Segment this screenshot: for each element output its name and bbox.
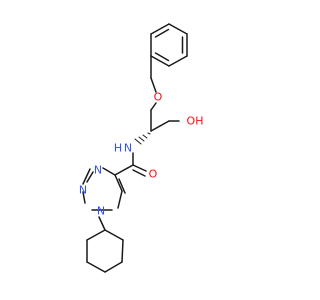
bond	[121, 239, 124, 263]
bond	[150, 102, 157, 111]
bond	[114, 174, 123, 192]
bond	[102, 167, 116, 176]
bond	[104, 229, 124, 241]
bond	[132, 164, 147, 172]
triazole-n2-label: N	[79, 184, 87, 197]
triazole-n3-label: N	[97, 205, 105, 218]
bond	[150, 77, 157, 93]
hash-line	[138, 136, 145, 142]
bond	[82, 168, 91, 185]
amide-h-label: H	[114, 142, 122, 155]
bond	[150, 23, 170, 35]
ether-oxygen-label: O	[154, 91, 163, 104]
stereo-hash-bond	[134, 132, 151, 145]
double-bond-inner	[132, 169, 146, 177]
structure-canvas: O OH H N O N N N	[79, 23, 204, 273]
benzene-ring	[150, 23, 188, 67]
bond	[114, 164, 134, 176]
hash-line	[134, 138, 142, 145]
hash-line	[142, 134, 148, 139]
triazole-ring	[82, 167, 126, 211]
bond	[150, 55, 170, 67]
atom-labels: O OH H N O N N N	[79, 91, 204, 218]
bond	[86, 171, 94, 183]
bond	[168, 55, 188, 67]
side-chain	[150, 55, 180, 132]
bond	[104, 261, 123, 273]
double-bond-inner	[154, 28, 170, 38]
molecule-drawing: O OH H N O N N N	[79, 23, 204, 273]
hash-line	[147, 132, 151, 135]
bond	[118, 178, 126, 194]
bond	[98, 216, 106, 231]
bond	[150, 120, 170, 132]
bond	[86, 229, 106, 241]
bond	[82, 191, 86, 204]
bond	[117, 190, 123, 209]
amide-oxygen-label: O	[149, 168, 158, 181]
bond	[168, 23, 188, 35]
cyclohexyl-ring	[86, 216, 124, 273]
amide-group	[114, 152, 147, 177]
amide-n-label: N	[124, 142, 132, 155]
triazole-n1-label: N	[94, 164, 102, 177]
bond	[86, 261, 106, 273]
double-bond-inner	[154, 52, 170, 62]
hydroxyl-label: OH	[187, 115, 204, 128]
